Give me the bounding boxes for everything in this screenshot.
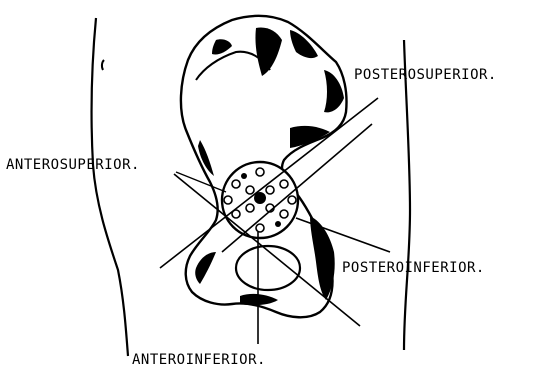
- label-anteroinferior: ANTEROINFERIOR.: [132, 353, 266, 367]
- body-outline-left-inner: [102, 60, 104, 70]
- quadrant-line-posteroinferior: [296, 218, 390, 252]
- quadrant-line-posterosuperior: [160, 98, 378, 268]
- label-posterosuperior: POSTEROSUPERIOR.: [354, 68, 497, 82]
- label-anterosuperior: ANTEROSUPERIOR.: [6, 158, 140, 172]
- body-outline-left: [92, 18, 128, 356]
- cup-hole-filled: [241, 173, 247, 179]
- wing-shading-3: [212, 39, 232, 54]
- pelvis-shading-bottom: [240, 294, 278, 305]
- wing-shading-6: [198, 140, 214, 176]
- body-outline-right: [404, 40, 410, 350]
- wing-shading-1: [255, 28, 282, 77]
- pelvis-shading-left: [195, 252, 216, 284]
- label-posteroinferior: POSTEROINFERIOR.: [342, 261, 485, 275]
- obturator-foramen: [236, 246, 300, 290]
- cup-hole-filled: [275, 221, 281, 227]
- wing-shading-4: [324, 70, 344, 112]
